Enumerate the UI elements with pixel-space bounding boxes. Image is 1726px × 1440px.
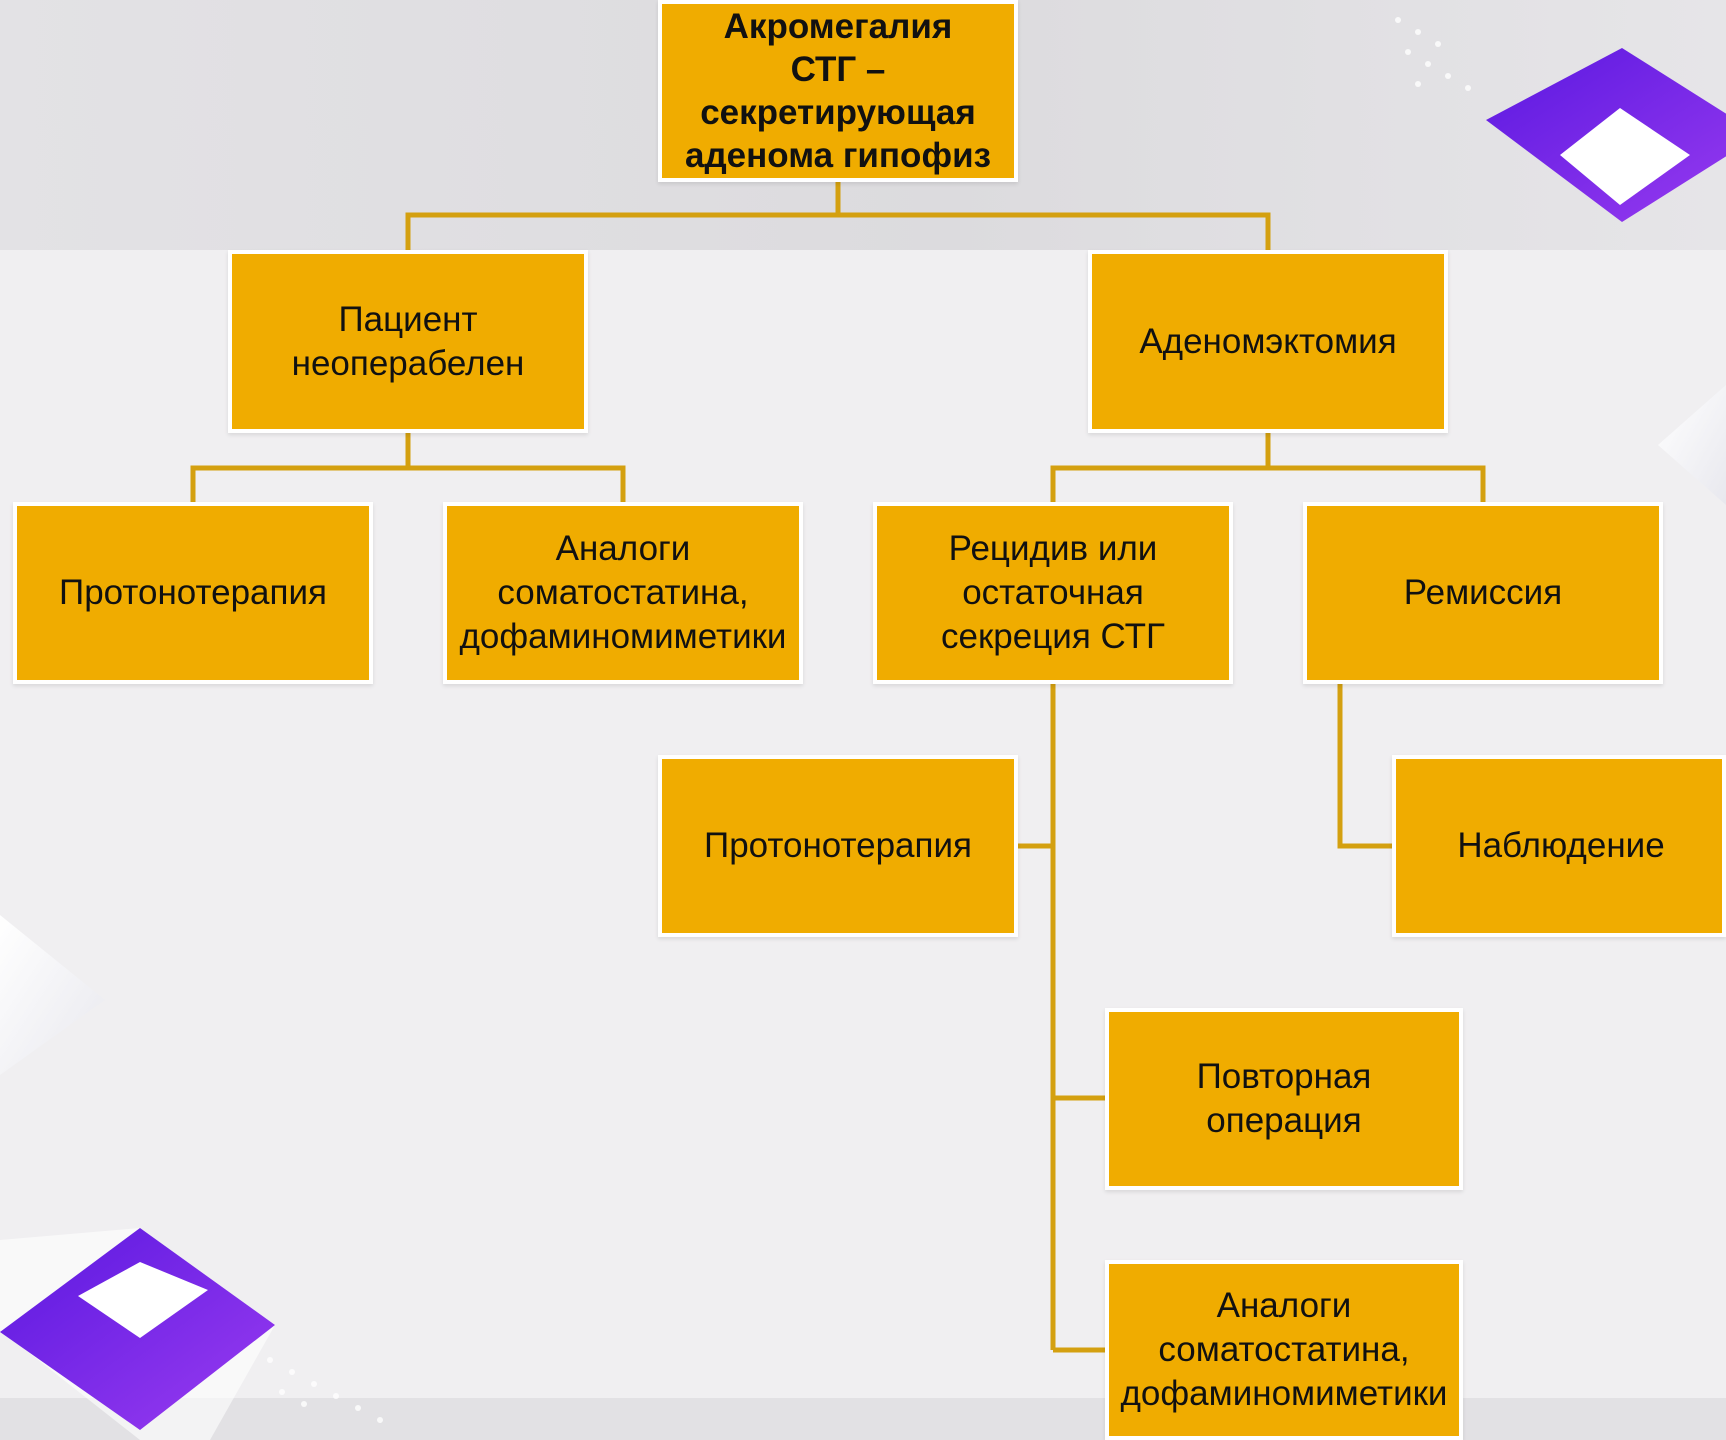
- node-proton-center: Протонотерапия: [658, 755, 1018, 937]
- node-relapse-label: Рецидив или остаточная секреция СТГ: [941, 529, 1165, 656]
- edge-remission-to-observation: [1337, 684, 1392, 849]
- node-remission: Ремиссия: [1303, 502, 1663, 684]
- node-root: Акромегалия СТГ – секретирующая аденома …: [658, 0, 1018, 182]
- node-adenomectomy-label: Аденомэктомия: [1139, 321, 1397, 361]
- right-white-diamond: [1658, 385, 1726, 505]
- node-proton-left: Протонотерапия: [13, 502, 373, 684]
- node-remission-label: Ремиссия: [1403, 573, 1563, 612]
- node-reoperation: Повторная операция: [1105, 1008, 1463, 1190]
- node-analogs-left-label: Аналоги соматостатина, дофаминомиметики: [459, 529, 787, 656]
- node-adenomectomy: Аденомэктомия: [1088, 250, 1448, 433]
- node-root-label: Акромегалия СТГ – секретирующая аденома …: [685, 7, 991, 175]
- node-observation: Наблюдение: [1392, 755, 1726, 937]
- node-inoperable-label: Пациент неоперабелен: [291, 299, 525, 383]
- node-reoperation-label: Повторная операция: [1196, 1057, 1372, 1140]
- node-proton-center-label: Протонотерапия: [704, 826, 972, 865]
- node-analogs-bottom: Аналоги соматостатина, дофаминомиметики: [1105, 1260, 1463, 1440]
- top-right-diamond: [1486, 48, 1726, 222]
- node-proton-left-label: Протонотерапия: [59, 573, 327, 612]
- node-relapse: Рецидив или остаточная секреция СТГ: [873, 502, 1233, 684]
- edge-inoperable-children: [190, 465, 626, 502]
- node-inoperable: Пациент неоперабелен: [228, 250, 588, 433]
- node-observation-label: Наблюдение: [1457, 826, 1665, 865]
- edge-root-to-level1: [405, 212, 1271, 250]
- bottom-left-dots: [267, 1357, 383, 1423]
- bottom-left-diamond: [0, 1228, 275, 1440]
- node-analogs-left: Аналоги соматостатина, дофаминомиметики: [443, 502, 803, 684]
- node-analogs-bottom-label: Аналоги соматостатина, дофаминомиметики: [1120, 1286, 1448, 1413]
- left-white-diamond: [0, 915, 105, 1075]
- top-right-dots: [1395, 17, 1471, 91]
- edge-adenomectomy-children: [1050, 465, 1486, 502]
